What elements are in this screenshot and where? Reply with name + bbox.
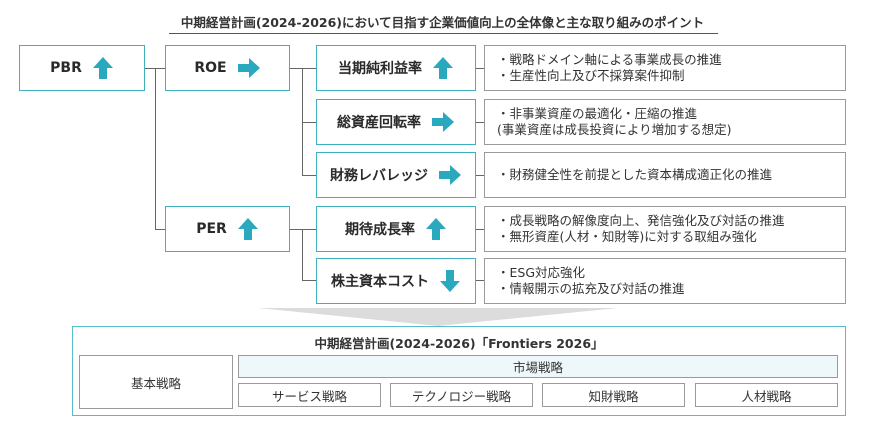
point-text: ・情報開示の拡充及び対話の推進 bbox=[497, 281, 685, 296]
per-box: PER bbox=[165, 206, 290, 252]
driver-label: 期待成長率 bbox=[345, 222, 415, 238]
basic-strategy: 基本戦略 bbox=[79, 355, 233, 409]
driver-points-expected-growth: ・成長戦略の解像度向上、発信強化及び対話の推進 ・無形資産(人材・知財等)に対す… bbox=[484, 206, 846, 252]
connector-roe-leverage bbox=[302, 175, 316, 176]
connector-d2 bbox=[476, 175, 484, 176]
connector-roe-asset bbox=[302, 122, 316, 123]
driver-points-financial-leverage: ・財務健全性を前提とした資本構成適正化の推進 bbox=[484, 152, 846, 198]
driver-points-cost-of-equity: ・ESG対応強化 ・情報開示の拡充及び対話の推進 bbox=[484, 258, 846, 304]
down-arrow-icon bbox=[440, 270, 460, 292]
connector-per-out bbox=[290, 229, 316, 230]
hr-strategy: 人材戦略 bbox=[695, 383, 838, 407]
connector-trunk-per bbox=[155, 229, 165, 230]
diagram-title: 中期経営計画(2024-2026)において目指す企業価値向上の全体像と主な取り組… bbox=[180, 15, 705, 30]
point-text: ・戦略ドメイン軸による事業成長の推進 bbox=[497, 52, 722, 67]
driver-expected-growth: 期待成長率 bbox=[316, 206, 476, 252]
point-text: ・生産性向上及び不採算案件抑制 bbox=[497, 68, 685, 83]
pbr-box: PBR bbox=[19, 45, 145, 91]
driver-net-profit-margin: 当期純利益率 bbox=[316, 45, 476, 91]
connector-d0 bbox=[476, 68, 484, 69]
pbr-label: PBR bbox=[50, 60, 82, 76]
connector-roe-out bbox=[290, 68, 316, 69]
up-arrow-icon bbox=[426, 218, 446, 240]
per-label: PER bbox=[196, 221, 227, 237]
driver-label: 総資産回転率 bbox=[337, 115, 421, 131]
driver-financial-leverage: 財務レバレッジ bbox=[316, 152, 476, 198]
driver-label: 株主資本コスト bbox=[331, 274, 429, 290]
connector-per-vertical bbox=[302, 229, 303, 281]
up-arrow-icon bbox=[433, 57, 453, 79]
point-text: ・無形資産(人材・知財等)に対する取組み強化 bbox=[497, 229, 757, 244]
point-text: ・成長戦略の解像度向上、発信強化及び対話の推進 bbox=[497, 213, 785, 228]
driver-asset-turnover: 総資産回転率 bbox=[316, 99, 476, 145]
point-text: ・ESG対応強化 bbox=[497, 265, 586, 280]
point-text: ・非事業資産の最適化・圧縮の推進 bbox=[497, 106, 698, 121]
connector-d4 bbox=[476, 280, 484, 281]
market-strategy: 市場戦略 bbox=[238, 355, 838, 378]
driver-cost-of-equity: 株主資本コスト bbox=[316, 258, 476, 304]
driver-label: 当期純利益率 bbox=[338, 61, 422, 77]
plan-title: 中期経営計画(2024-2026)「Frontiers 2026」 bbox=[314, 336, 604, 351]
connector-d1 bbox=[476, 122, 484, 123]
point-text: ・財務健全性を前提とした資本構成適正化の推進 bbox=[497, 167, 773, 182]
title-underline bbox=[169, 33, 718, 34]
point-text: (事業資産は成長投資により増加する想定) bbox=[497, 122, 732, 137]
technology-strategy: テクノロジー戦略 bbox=[390, 383, 533, 407]
funnel-arrow-icon bbox=[258, 308, 618, 326]
connector-per-cost bbox=[302, 280, 316, 281]
right-arrow-icon bbox=[432, 112, 454, 132]
connector-trunk bbox=[155, 68, 156, 230]
driver-points-asset-turnover: ・非事業資産の最適化・圧縮の推進 (事業資産は成長投資により増加する想定) bbox=[484, 99, 846, 145]
up-arrow-icon bbox=[237, 218, 258, 240]
right-arrow-icon bbox=[439, 165, 461, 185]
right-arrow-icon bbox=[237, 58, 260, 78]
service-strategy: サービス戦略 bbox=[238, 383, 381, 407]
driver-points-net-profit-margin: ・戦略ドメイン軸による事業成長の推進 ・生産性向上及び不採算案件抑制 bbox=[484, 45, 846, 91]
up-arrow-icon bbox=[92, 57, 113, 79]
connector-d3 bbox=[476, 229, 484, 230]
roe-label: ROE bbox=[194, 60, 227, 76]
roe-box: ROE bbox=[165, 45, 290, 91]
ip-strategy: 知財戦略 bbox=[542, 383, 685, 407]
driver-label: 財務レバレッジ bbox=[330, 168, 428, 184]
